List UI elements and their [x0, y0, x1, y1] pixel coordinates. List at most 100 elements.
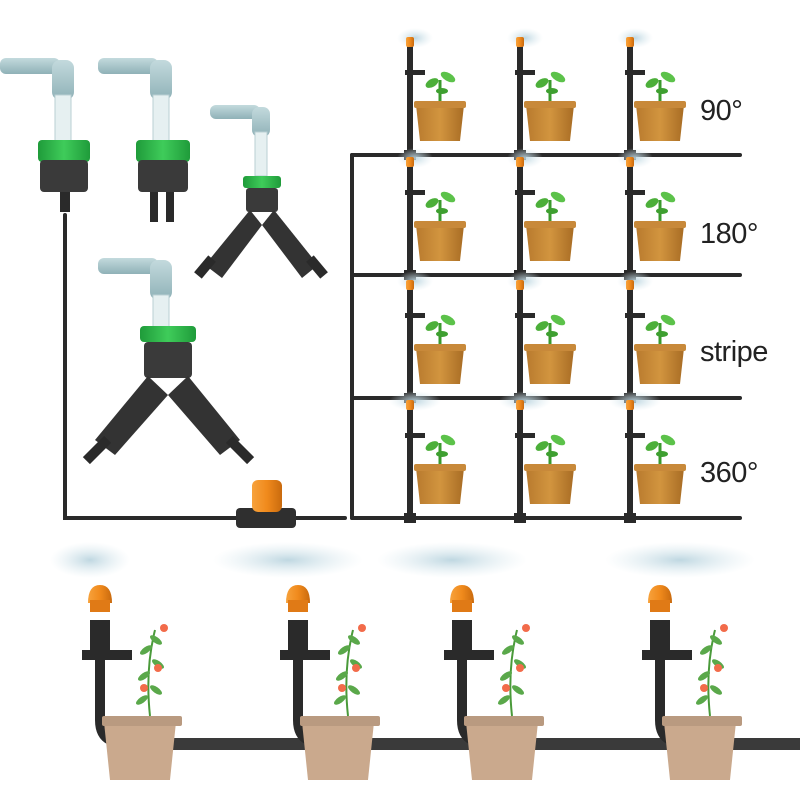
leaf: [546, 208, 558, 214]
nozzle-base: [288, 620, 308, 650]
flower: [154, 664, 162, 672]
leaf: [348, 635, 360, 645]
pot-sprinkler: [389, 391, 466, 523]
faucet-connector-1: [0, 58, 90, 212]
flower: [522, 624, 530, 632]
leaf: [645, 78, 659, 88]
stake-arm: [405, 313, 425, 318]
pot: [636, 348, 684, 384]
pot-sprinkler: [507, 271, 576, 403]
pot-sprinkler: [499, 391, 576, 523]
stake: [517, 408, 523, 520]
leaf: [498, 695, 510, 705]
nozzle: [286, 585, 310, 603]
leaf: [425, 321, 439, 331]
stake: [407, 408, 413, 520]
pot: [526, 348, 574, 384]
nozzle: [626, 37, 634, 47]
leaf: [546, 451, 558, 457]
spray-label-90: 90°: [700, 95, 743, 127]
pot-rim: [414, 221, 466, 228]
leaf: [550, 434, 566, 446]
large-pot-sprinkler: [377, 542, 544, 780]
nozzle: [516, 400, 524, 410]
spray-label-stripe: stripe: [700, 336, 768, 368]
stake-arm: [625, 70, 645, 75]
pot-rim: [414, 101, 466, 108]
pot-sprinkler: [507, 28, 576, 160]
flower: [358, 624, 366, 632]
pot: [466, 722, 538, 780]
leaf: [150, 635, 162, 645]
pot-rim: [524, 464, 576, 471]
mist: [617, 28, 653, 48]
flower: [140, 684, 148, 692]
leaf: [546, 331, 558, 337]
mist: [377, 542, 527, 578]
leaf: [512, 635, 524, 645]
pot-rim: [524, 101, 576, 108]
mist: [397, 271, 433, 291]
stake-arm: [82, 650, 132, 660]
stake: [627, 408, 633, 520]
flower: [160, 624, 168, 632]
leaf: [436, 88, 448, 94]
leaf: [546, 88, 558, 94]
nozzle: [626, 280, 634, 290]
mist: [507, 28, 543, 48]
pot: [104, 722, 176, 780]
leaf: [425, 198, 439, 208]
leaf: [535, 321, 549, 331]
pot-rim: [524, 344, 576, 351]
leaf: [656, 331, 668, 337]
leaf: [645, 321, 659, 331]
leaf: [645, 198, 659, 208]
nozzle-collar: [90, 600, 110, 612]
pot-rim: [102, 716, 182, 726]
stake-arm: [405, 433, 425, 438]
flower: [502, 684, 510, 692]
pot: [526, 105, 574, 141]
nozzle: [626, 157, 634, 167]
stake: [627, 288, 633, 400]
leaf: [138, 671, 150, 681]
leaf: [535, 441, 549, 451]
pot-rim: [414, 464, 466, 471]
leaf: [436, 451, 448, 457]
leaf: [535, 78, 549, 88]
nozzle: [516, 157, 524, 167]
y-splitter-large: [82, 258, 255, 465]
pot-sprinkler: [397, 148, 466, 280]
leaf: [645, 441, 659, 451]
pot-sprinkler: [397, 28, 466, 160]
flower: [720, 624, 728, 632]
pot-rim: [634, 221, 686, 228]
pot-sprinkler: [397, 271, 466, 403]
leaf: [440, 314, 456, 326]
mist: [617, 148, 653, 168]
leaf: [656, 208, 668, 214]
faucet-connector-2: [98, 58, 190, 222]
nozzle: [88, 585, 112, 603]
leaf: [710, 685, 722, 695]
tee-connector: [514, 513, 526, 523]
nozzle-base: [452, 620, 472, 650]
leaf: [436, 208, 448, 214]
mist: [507, 148, 543, 168]
stake: [627, 165, 633, 277]
mist: [389, 391, 441, 411]
mist: [609, 391, 661, 411]
leaf: [440, 71, 456, 83]
leaf: [660, 314, 676, 326]
pot: [526, 468, 574, 504]
leaf: [136, 695, 148, 705]
mist: [397, 148, 433, 168]
mist: [499, 391, 551, 411]
leaf: [656, 88, 668, 94]
leaf: [338, 645, 350, 655]
nozzle-base: [650, 620, 670, 650]
pot-rim: [634, 101, 686, 108]
stake-arm: [515, 70, 535, 75]
pot: [416, 105, 464, 141]
leaf: [500, 671, 512, 681]
